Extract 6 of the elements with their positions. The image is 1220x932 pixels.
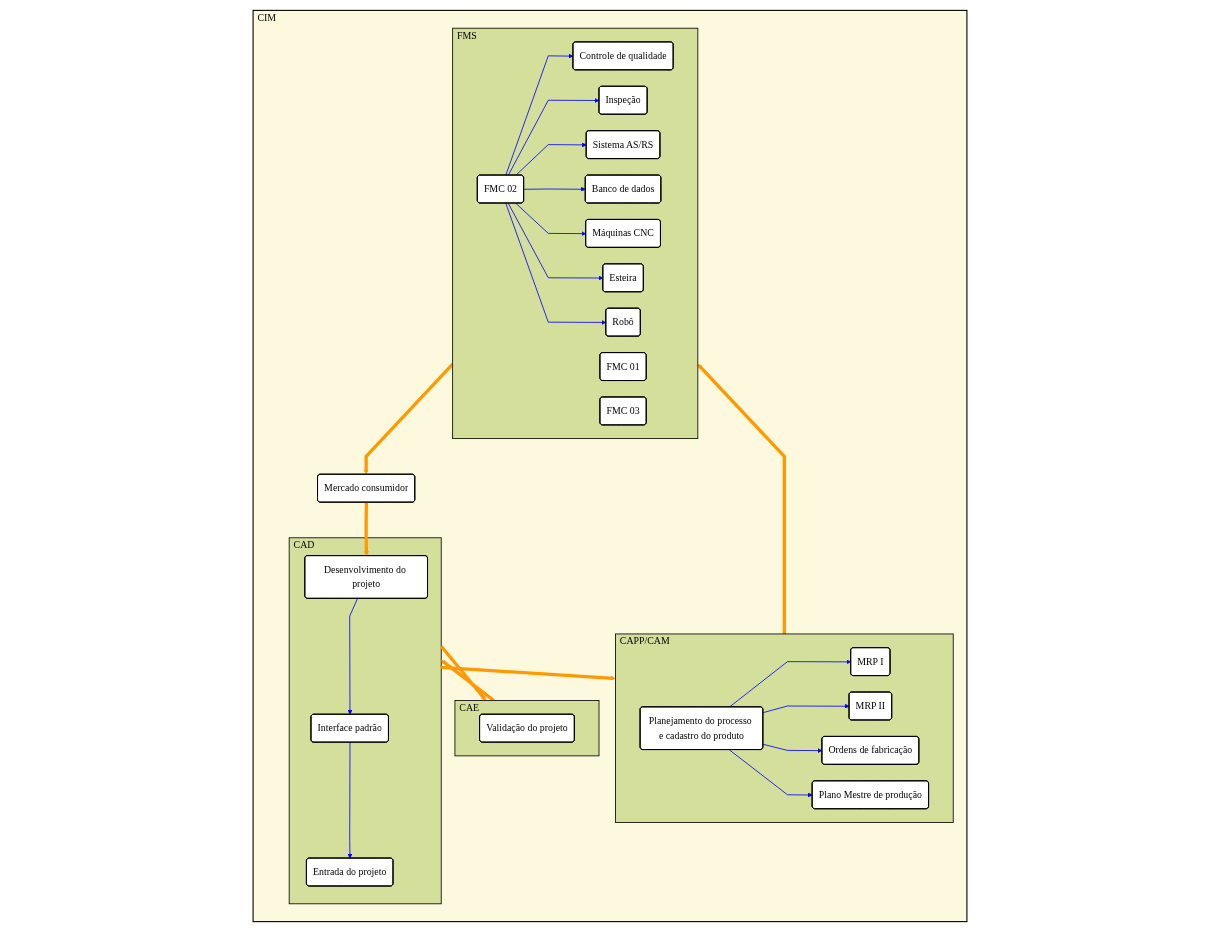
arrow [697,363,786,634]
arrow [441,659,495,702]
arrow [363,502,369,557]
arrow [439,645,487,701]
arrow [441,665,616,681]
arrow [363,363,454,475]
